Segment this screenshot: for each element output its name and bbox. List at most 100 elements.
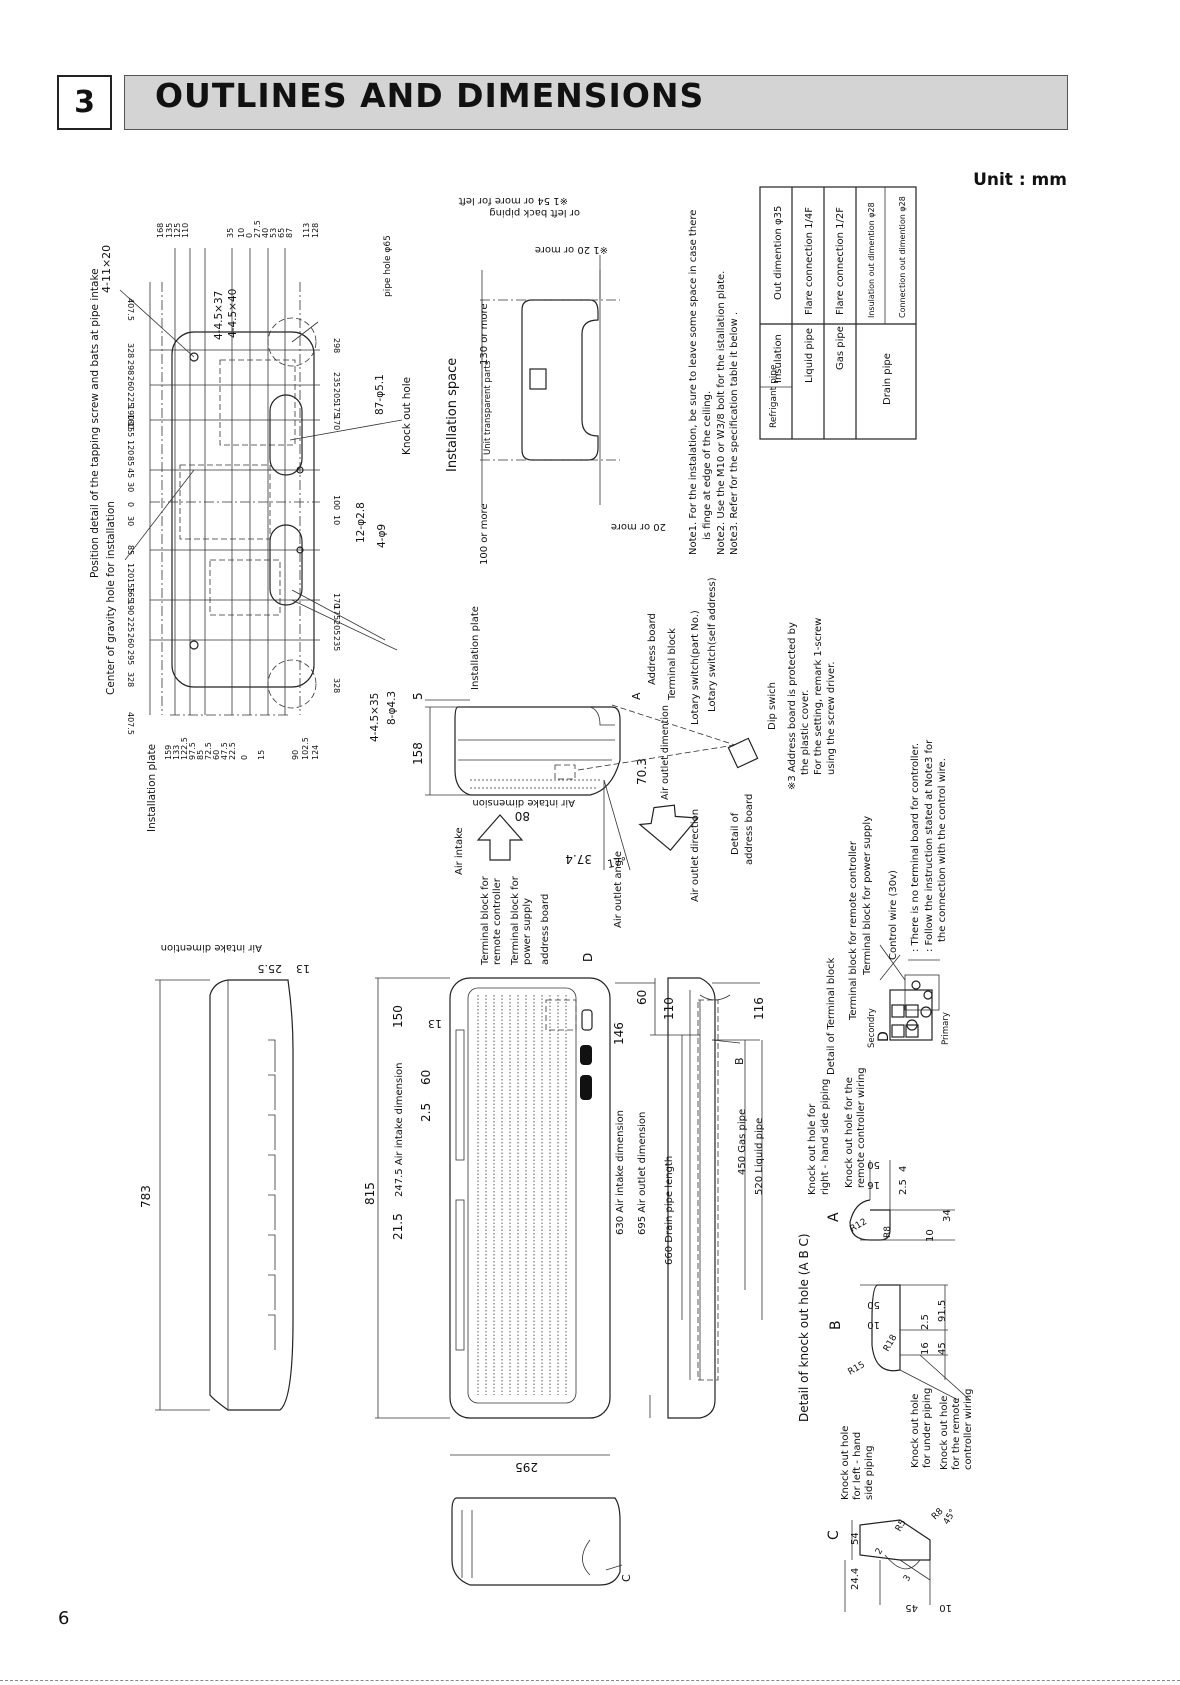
front-right-view bbox=[650, 977, 763, 1419]
tick-label: 72.5 bbox=[204, 742, 213, 760]
side-dim-374: 37.4 bbox=[565, 852, 592, 866]
tick-label: 27.5 bbox=[253, 220, 262, 238]
front-dim-60b: 60 bbox=[635, 990, 649, 1005]
plate-title-1: Position detail of the tapping screw and… bbox=[89, 268, 101, 578]
knock-a-text-2: right - hand side piping bbox=[820, 1079, 831, 1195]
front-main-view bbox=[375, 977, 655, 1456]
terminal-note-3: the connection with the control wire. bbox=[937, 758, 948, 942]
front-c-label: C bbox=[620, 1574, 633, 1582]
side-outlet-dim: Air outlet dimention bbox=[660, 705, 671, 800]
side-note3a: ※3 Address board is protected by bbox=[787, 622, 798, 790]
tick-label: 298 bbox=[126, 360, 135, 375]
tick-label: 190 bbox=[126, 405, 135, 420]
tick-label: 85 bbox=[126, 545, 135, 555]
side-dim-80: 80 bbox=[515, 809, 530, 823]
space-note-1: ※1 54 or more for left bbox=[458, 195, 568, 206]
tick-label: 0 bbox=[245, 233, 254, 238]
bottom-view bbox=[451, 1497, 623, 1586]
tick-label: 128 bbox=[311, 223, 320, 238]
side-grille bbox=[470, 779, 600, 789]
side-vanes bbox=[268, 1039, 276, 1350]
knock-detail-c bbox=[844, 1519, 931, 1612]
terminal-tb-power: Terminal block for power supply bbox=[862, 816, 873, 976]
front-dim-13b: 13 bbox=[428, 1017, 442, 1030]
tick-label: 133 bbox=[172, 745, 181, 760]
front-dim-146: 146 bbox=[612, 1022, 626, 1045]
tick-label: 328 bbox=[332, 678, 341, 693]
side-dim-703: 70.3 bbox=[635, 758, 649, 785]
front-dim-2475: 247.5 Air intake dimension bbox=[394, 1063, 405, 1197]
note-1b: is finge at edge of the ceiling. bbox=[702, 391, 713, 540]
knock-a-r12: R12 bbox=[849, 1217, 869, 1235]
hole-28-label: 12-φ2.8 bbox=[355, 502, 367, 543]
tick-label: 260 bbox=[126, 376, 135, 391]
spec-ins-28: Insulation out dimention φ28 bbox=[867, 202, 876, 318]
tick-label: 235 bbox=[332, 636, 341, 651]
tick-label: 120 bbox=[126, 563, 135, 578]
slot-label-40: 4-4.5×40 bbox=[227, 289, 239, 338]
terminal-primary: Primary bbox=[941, 1012, 951, 1045]
side-air-intake: Air intake bbox=[454, 827, 465, 875]
knock-b-r18: R18 bbox=[882, 1333, 900, 1354]
tick-label: 168 bbox=[156, 223, 165, 238]
knock-b-25: 2.5 bbox=[920, 1314, 931, 1330]
plate-right-ticks: 298 235 205 175 170 10 0 10 170 175 205 … bbox=[332, 338, 341, 693]
tick-label: 155 bbox=[126, 422, 135, 437]
terminal-tb-remote: Terminal block for remote controller bbox=[848, 840, 859, 1021]
installation-space-view bbox=[480, 255, 620, 505]
tick-label: 122.5 bbox=[180, 737, 189, 760]
section-number: 3 bbox=[57, 75, 112, 130]
knock-c-54: 54 bbox=[850, 1532, 861, 1545]
tick-label: 407.5 bbox=[126, 298, 135, 321]
slot-label-37: 4-4.5×37 bbox=[213, 291, 225, 340]
knock-b-50: 50 bbox=[867, 1299, 880, 1310]
hole-51-label: 87-φ5.1 bbox=[374, 374, 386, 415]
front-dim-450: 450 Gas pipe bbox=[737, 1109, 748, 1175]
hole-43-label: 8-φ4.3 bbox=[386, 691, 398, 725]
side-intake-dim: Air intake dimension bbox=[472, 797, 575, 808]
spec-out-35: Out dimention φ35 bbox=[773, 206, 784, 300]
tick-label: 40 bbox=[261, 228, 270, 238]
tick-label: 97.5 bbox=[188, 742, 197, 760]
unit-label: Unit : mm bbox=[973, 170, 1067, 190]
front-dim-630: 630 Air intake dimension bbox=[615, 1110, 626, 1235]
knock-c-45b: 45 bbox=[905, 1602, 918, 1613]
spec-refrigerant: Refrigant pipe bbox=[769, 364, 779, 428]
tick-label: 65 bbox=[277, 228, 286, 238]
tick-label: 35 bbox=[226, 228, 235, 238]
knock-c-text-1: Knock out hole bbox=[840, 1426, 851, 1500]
space-dim-20a: ※1 20 or more bbox=[535, 244, 608, 255]
spec-flare-14: Flare connection 1/4F bbox=[804, 207, 815, 315]
space-dim-20b: 20 or more bbox=[611, 521, 666, 532]
side-dip: Dip swich bbox=[767, 682, 778, 730]
plate-title-2: Center of gravity hole for installation bbox=[105, 501, 117, 695]
knock-b-text-5: controller wiring bbox=[963, 1389, 974, 1470]
spec-flare-12: Flare connection 1/2F bbox=[835, 207, 846, 315]
side-outlet-dir: Air outlet direction bbox=[690, 809, 701, 902]
tick-label: 124 bbox=[311, 745, 320, 760]
tick-label: 225 bbox=[126, 617, 135, 632]
tick-label: 120 bbox=[126, 440, 135, 455]
front-dim-25: 2.5 bbox=[419, 1103, 433, 1122]
tick-label: 135 bbox=[165, 223, 174, 238]
side-note3b: the plastic cover. bbox=[800, 690, 811, 776]
knock-a-50: 50 bbox=[867, 1159, 880, 1170]
knock-a-r8: R8 bbox=[883, 1226, 893, 1238]
page-number: 6 bbox=[58, 1608, 70, 1629]
side-outlet-angle: Air outlet angle bbox=[613, 851, 624, 928]
tick-label: 407.5 bbox=[126, 712, 135, 735]
hole-9-label: 4-φ9 bbox=[376, 524, 388, 548]
side-dim-17: 17° bbox=[606, 855, 627, 871]
note-1: Note1. For the instalation, be sure to l… bbox=[688, 210, 699, 555]
knock-b-text-3: Knock out hole bbox=[939, 1396, 950, 1470]
footer-divider bbox=[0, 1680, 1180, 1681]
knock-a-16: 16 bbox=[867, 1179, 880, 1190]
knock-c-10: 10 bbox=[939, 1602, 952, 1613]
plate-outline bbox=[171, 331, 315, 688]
tick-label: 60 bbox=[212, 750, 221, 760]
note-3: Note3. Refer for the specification table… bbox=[729, 312, 740, 555]
knock-b-text-4: for the remote bbox=[951, 1398, 962, 1471]
knock-c-244: 24.4 bbox=[850, 1568, 861, 1590]
front-d-label: D bbox=[581, 953, 595, 962]
tick-label: 85 bbox=[126, 456, 135, 466]
